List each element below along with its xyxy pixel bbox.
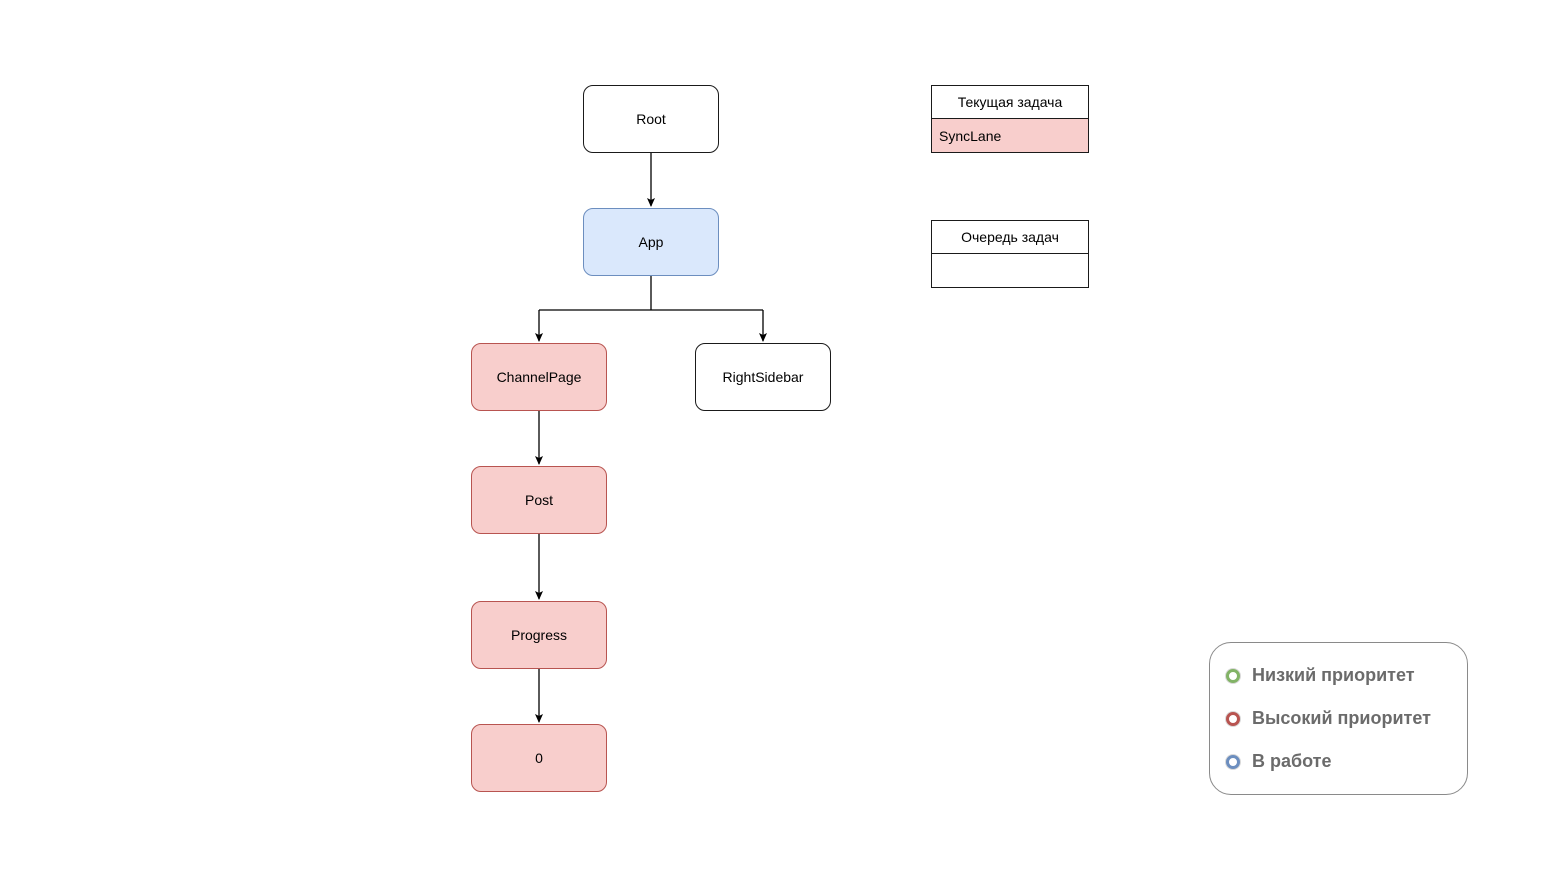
current-task-value: SyncLane [932,119,1088,152]
legend-label-high: Высокий приоритет [1252,708,1431,728]
node-channel-page[interactable]: ChannelPage [471,343,607,411]
node-zero[interactable]: 0 [471,724,607,792]
task-queue-value [932,254,1088,287]
node-zero-label: 0 [535,750,543,766]
legend-item-working: В работе [1226,751,1332,772]
node-progress-label: Progress [510,627,568,643]
node-right-sidebar[interactable]: RightSidebar [695,343,831,411]
legend: Низкий приоритет Высокий приоритет В раб… [1209,642,1468,795]
node-progress[interactable]: Progress [471,601,607,669]
legend-dot-low-icon [1226,668,1240,683]
node-app-label: App [638,234,664,250]
node-app[interactable]: App [583,208,719,276]
task-queue-header: Очередь задач [932,221,1088,254]
legend-dot-working-icon [1226,754,1240,769]
node-root-label: Root [636,111,666,127]
legend-label-low: Низкий приоритет [1252,665,1415,685]
current-task-table: Текущая задача SyncLane [931,85,1089,153]
node-right-sidebar-label: RightSidebar [722,369,804,385]
current-task-header: Текущая задача [932,86,1088,119]
task-queue-table: Очередь задач [931,220,1089,288]
legend-label-working: В работе [1252,751,1332,771]
node-channel-page-label: ChannelPage [496,369,582,385]
legend-item-low: Низкий приоритет [1226,665,1415,686]
node-post[interactable]: Post [471,466,607,534]
node-root[interactable]: Root [583,85,719,153]
legend-dot-high-icon [1226,711,1240,726]
legend-item-high: Высокий приоритет [1226,708,1431,729]
node-post-label: Post [524,492,553,508]
